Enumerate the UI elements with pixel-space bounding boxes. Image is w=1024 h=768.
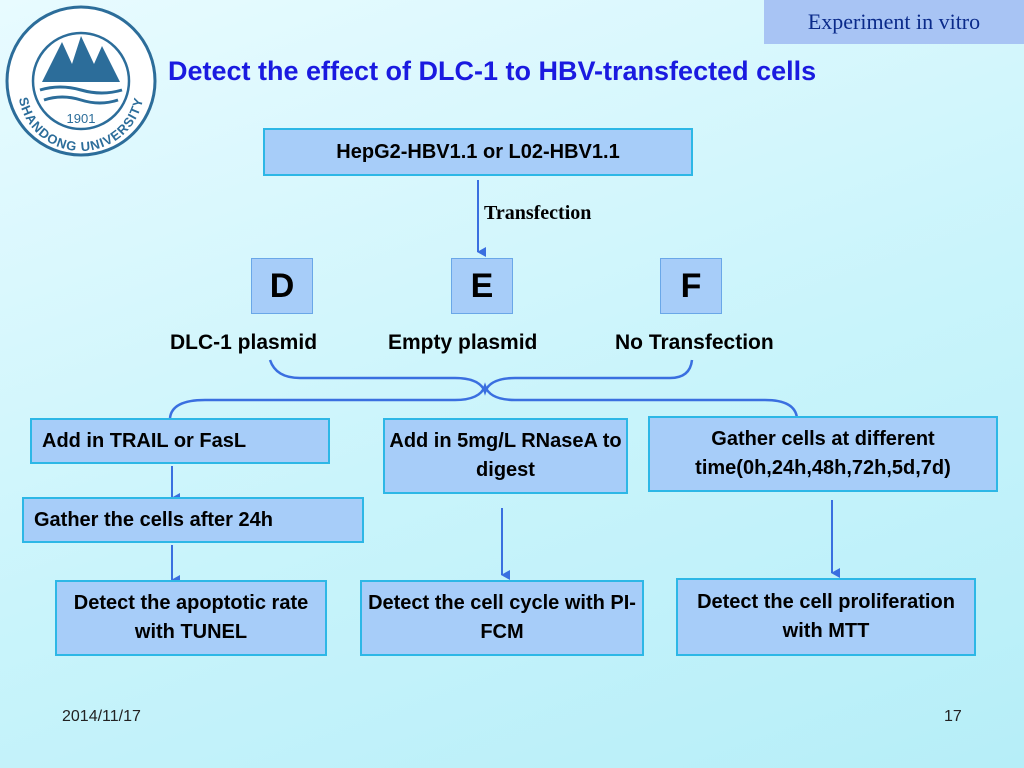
cell-line-box: HepG2-HBV1.1 or L02-HBV1.1	[263, 128, 693, 176]
proliferation-result-box: Detect the cell proliferation with MTT	[676, 578, 976, 656]
gather-24h-box: Gather the cells after 24h	[22, 497, 364, 543]
university-logo: 1901 SHANDONG UNIVERSITY	[4, 4, 158, 158]
gather-time-box: Gather cells at different time(0h,24h,48…	[648, 416, 998, 492]
logo-year: 1901	[67, 111, 96, 126]
page-title: Detect the effect of DLC-1 to HBV-transf…	[168, 56, 817, 86]
group-e-label: Empty plasmid	[388, 331, 538, 354]
group-e-letter: E	[451, 258, 513, 314]
cell-cycle-result-box: Detect the cell cycle with PI-FCM	[360, 580, 644, 656]
section-tag: Experiment in vitro	[764, 0, 1024, 44]
footer-date: 2014/11/17	[62, 708, 141, 725]
group-f-label: No Transfection	[615, 331, 774, 354]
apoptotic-result-box: Detect the apoptotic rate with TUNEL	[55, 580, 327, 656]
group-d-label: DLC-1 plasmid	[170, 331, 318, 354]
group-d-letter: D	[251, 258, 313, 314]
rnase-box: Add in 5mg/L RNaseA to digest	[383, 418, 628, 494]
page-number: 17	[944, 708, 962, 725]
trail-fasl-box: Add in TRAIL or FasL	[30, 418, 330, 464]
group-f-letter: F	[660, 258, 722, 314]
group-brace	[268, 359, 694, 396]
transfection-label: Transfection	[484, 202, 592, 224]
split-brace	[168, 382, 799, 419]
